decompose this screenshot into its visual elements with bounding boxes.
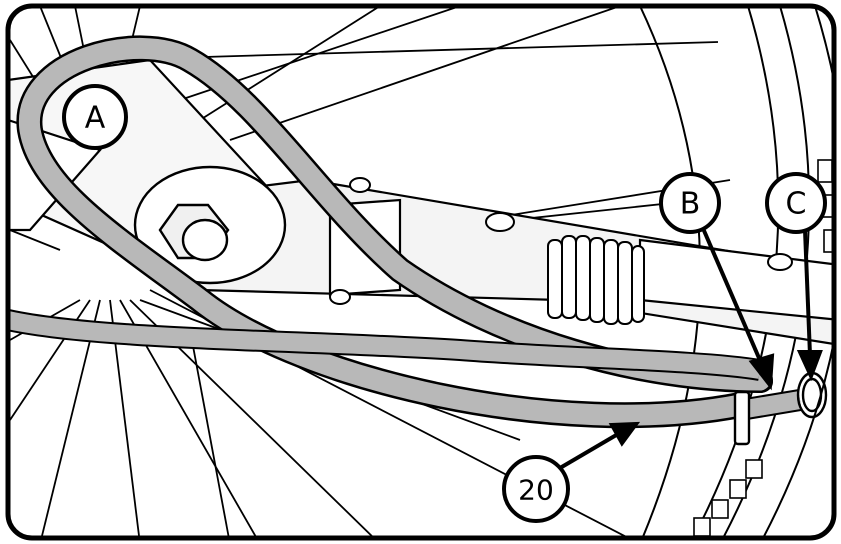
callout-b-label: B — [680, 187, 701, 222]
spring-coils — [547, 235, 645, 325]
leader-arrows — [558, 225, 823, 470]
callout-a-label: A — [85, 101, 106, 136]
hub-nut — [133, 165, 287, 285]
figure-frame — [5, 3, 837, 541]
callout-c: C — [765, 172, 827, 234]
callout-20-label: 20 — [518, 474, 554, 507]
strap-buckle — [733, 371, 828, 446]
callout-b: B — [659, 172, 721, 234]
callout-c-label: C — [786, 187, 807, 222]
callout-a: A — [62, 84, 128, 150]
callout-20: 20 — [502, 455, 570, 523]
strap-20 — [8, 35, 802, 429]
